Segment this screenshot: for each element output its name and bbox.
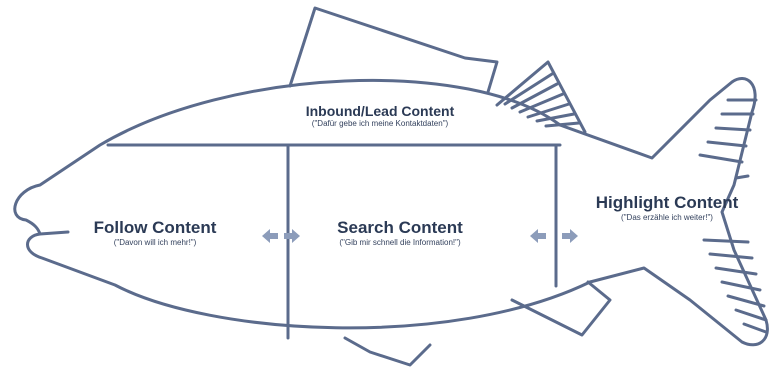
- double-arrow-icon: [530, 229, 578, 243]
- inbound-lead-title: Inbound/Lead Content: [305, 103, 455, 119]
- follow-title: Follow Content: [93, 218, 217, 237]
- pelvic-fin: [343, 336, 432, 367]
- anal-fin: [510, 280, 612, 337]
- follow-section: Follow Content ("Davon will ich mehr!"): [70, 218, 240, 247]
- inbound-lead-section: Inbound/Lead Content ("Dafür gebe ich me…: [190, 103, 570, 128]
- highlight-subtitle: ("Das erzähle ich weiter!"): [621, 213, 713, 222]
- fish-body-outline: [13, 78, 592, 330]
- highlight-section: Highlight Content ("Das erzähle ich weit…: [572, 193, 762, 222]
- search-title: Search Content: [337, 218, 463, 237]
- search-subtitle: ("Gib mir schnell die Information!"): [339, 238, 461, 247]
- dorsal-fin: [288, 6, 499, 94]
- highlight-title: Highlight Content: [595, 193, 739, 212]
- follow-subtitle: ("Davon will ich mehr!"): [113, 238, 197, 247]
- tail-fin: [558, 77, 769, 347]
- inbound-lead-subtitle: ("Dafür gebe ich meine Kontaktdaten"): [311, 119, 449, 128]
- dorsal-rayed-fin: [495, 60, 587, 134]
- double-arrow-icon: [262, 229, 300, 243]
- tail-fin-rays: [698, 98, 768, 334]
- search-section: Search Content ("Gib mir schnell die Inf…: [300, 218, 500, 247]
- mouth: [38, 230, 70, 236]
